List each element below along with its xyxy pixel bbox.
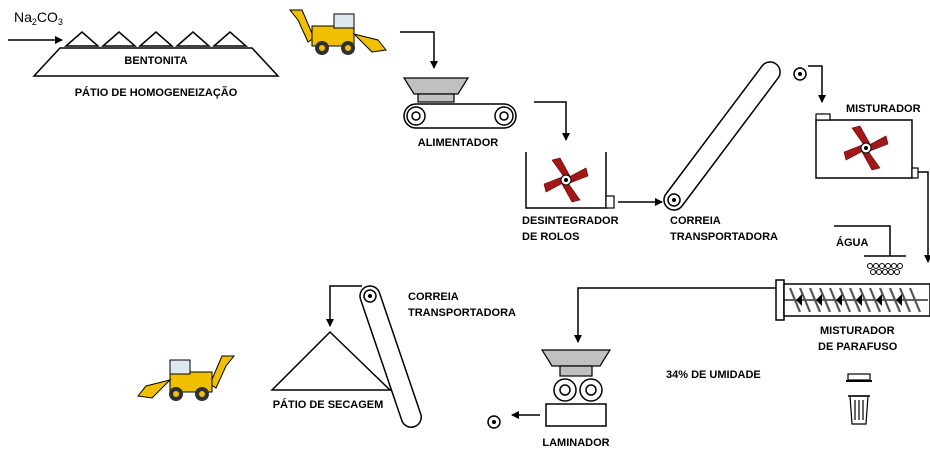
backhoe-loader-icon bbox=[137, 355, 236, 401]
mixer-label: MISTURADOR bbox=[846, 103, 921, 115]
pile-4 bbox=[175, 31, 211, 47]
mixer: MISTURADOR bbox=[815, 103, 921, 179]
feeder-hopper-neck bbox=[417, 93, 455, 103]
conveyor-belt-2: CORREIA TRANSPORTADORA bbox=[359, 285, 516, 429]
screw-mixer-label-line2: DE PARAFUSO bbox=[818, 341, 898, 353]
backhoe-loader-icon bbox=[288, 9, 387, 55]
feeder-label: ALIMENTADOR bbox=[418, 137, 499, 149]
belt2-label-line1: CORREIA bbox=[408, 291, 459, 303]
rotor-icon bbox=[843, 125, 889, 171]
mixer-to-screw-arrow bbox=[918, 171, 930, 263]
pile-5 bbox=[212, 31, 248, 47]
conveyor-belt-1: CORREIA TRANSPORTADORA bbox=[663, 61, 807, 243]
roll-disintegrator: DESINTEGRADOR DE ROLOS bbox=[522, 152, 619, 243]
feeder: ALIMENTADOR bbox=[402, 77, 517, 149]
disintegrator-label-line2: DE ROLOS bbox=[522, 231, 579, 243]
disintegrator-tank bbox=[525, 152, 607, 209]
rotor-icon bbox=[543, 157, 589, 203]
homogenization-yard: Na2CO3 BENTONITA PÁTIO DE HOMOGENEIZAÇÃO bbox=[8, 9, 280, 99]
pile-3 bbox=[138, 31, 174, 47]
drying-yard: PÁTIO DE SECAGEM bbox=[270, 330, 392, 411]
belt2-label-line2: TRANSPORTADORA bbox=[408, 307, 516, 319]
laminator-hopper bbox=[540, 349, 612, 367]
homogenization-bed bbox=[32, 47, 280, 77]
drying-pile bbox=[270, 330, 392, 391]
water-label: ÁGUA bbox=[836, 236, 868, 249]
belt2-to-drying-arrow bbox=[326, 285, 362, 327]
feeder-hopper bbox=[402, 77, 470, 95]
homogenization-yard-label: PÁTIO DE HOMOGENEIZAÇÃO bbox=[75, 86, 238, 99]
bentonita-label: BENTONITA bbox=[124, 55, 187, 67]
loader-to-feeder-arrow bbox=[400, 31, 438, 69]
spray-nozzle-icon bbox=[867, 263, 903, 275]
laminator-base bbox=[545, 403, 607, 427]
belt1-label-line2: TRANSPORTADORA bbox=[670, 231, 778, 243]
sodium-carbonate-label: Na2CO3 bbox=[14, 9, 63, 27]
feeder-to-disintegrator-arrow bbox=[534, 101, 570, 141]
screw-to-laminator-arrow bbox=[574, 287, 776, 343]
trash-bin-icon bbox=[846, 373, 872, 425]
water-feed: ÁGUA bbox=[834, 225, 906, 275]
drying-yard-label: PÁTIO DE SECAGEM bbox=[273, 398, 384, 411]
belt1-label-line1: CORREIA bbox=[670, 215, 721, 227]
screw-mixer-label-line1: MISTURADOR bbox=[820, 325, 895, 337]
moisture-label: 34% DE UMIDADE bbox=[666, 369, 761, 381]
laminator-label: LAMINADOR bbox=[542, 437, 609, 449]
belt1-to-mixer-arrow bbox=[808, 65, 826, 103]
feeder-belt bbox=[403, 103, 517, 129]
disintegrator-label-line1: DESINTEGRADOR bbox=[522, 215, 619, 227]
screw-mixer: MISTURADOR DE PARAFUSO bbox=[775, 279, 930, 353]
laminator: LAMINADOR bbox=[540, 349, 612, 449]
pile-1 bbox=[64, 31, 100, 47]
pile-2 bbox=[101, 31, 137, 47]
